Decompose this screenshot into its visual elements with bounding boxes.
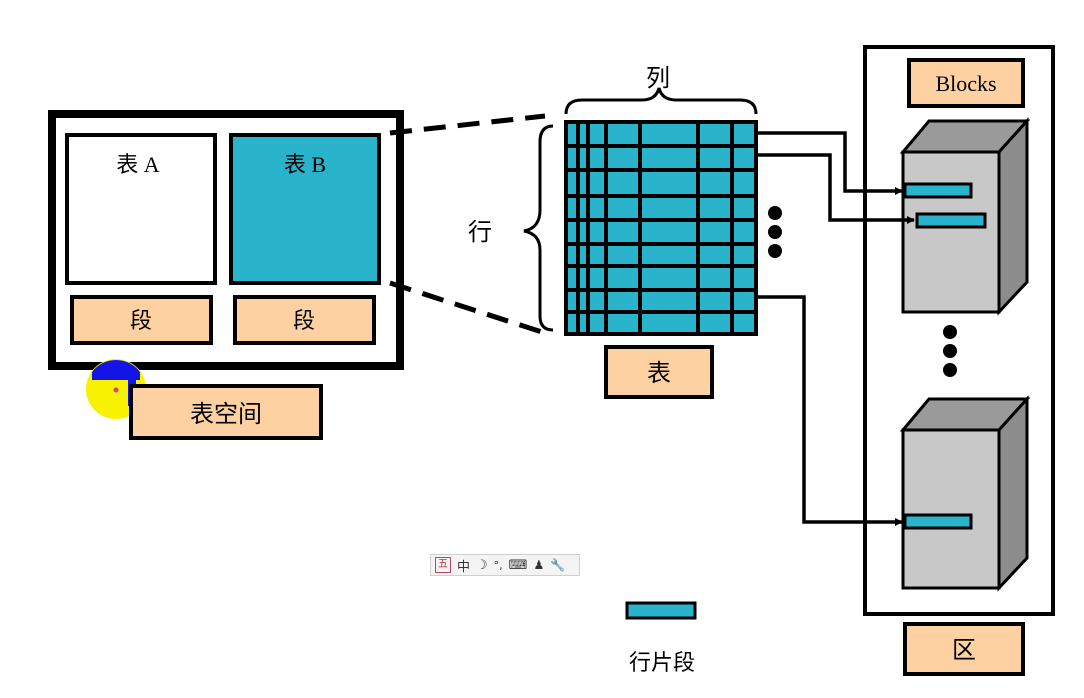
table-b-label: 表 B xyxy=(284,152,326,177)
ellipsis-dot xyxy=(943,344,957,358)
ellipsis-dot xyxy=(768,206,782,220)
zoom-line-top xyxy=(389,113,546,136)
zoom-line-bottom xyxy=(389,280,546,336)
input-mode-toggle[interactable]: 中 xyxy=(457,559,471,575)
table-b-box xyxy=(229,133,381,285)
punctuation-icon[interactable]: °, xyxy=(493,558,503,572)
segment-b-label: 段 xyxy=(293,309,315,334)
table-label: 表 xyxy=(647,359,671,387)
table-grid xyxy=(564,120,758,336)
ime-toolbar[interactable]: 五 中 ☽ °, ⌨ ♟ 🔧 xyxy=(430,554,580,576)
five-stroke-icon[interactable]: 五 xyxy=(435,557,451,573)
table-grid-bg xyxy=(564,120,758,336)
ellipsis-dot xyxy=(943,325,957,339)
column-brace xyxy=(564,87,758,115)
row-brace xyxy=(523,124,554,332)
ellipsis-dot xyxy=(768,244,782,258)
segment-a-box xyxy=(70,295,213,345)
arrow-row-2 xyxy=(756,153,915,224)
block-front xyxy=(901,150,1001,314)
row-label: 行 xyxy=(468,218,492,246)
legend-row-piece-swatch xyxy=(625,601,697,620)
block-side xyxy=(997,395,1029,592)
cursor-blue-top xyxy=(92,360,140,380)
table-a-label: 表 A xyxy=(116,152,160,177)
row-piece xyxy=(903,513,973,530)
ellipsis-dot xyxy=(943,363,957,377)
extent-label: 区 xyxy=(952,636,976,664)
block-server-1 xyxy=(899,117,1031,316)
keyboard-icon[interactable]: ⌨ xyxy=(508,557,528,573)
cursor-dot xyxy=(113,387,119,393)
row-piece xyxy=(915,212,987,229)
table-a-box xyxy=(65,133,217,285)
legend-row-piece-label: 行片段 xyxy=(629,651,695,676)
segment-b-box xyxy=(233,295,376,345)
blocks-label-box xyxy=(907,58,1025,108)
segment-a-label: 段 xyxy=(130,309,152,334)
extent-label-box xyxy=(903,622,1025,676)
blocks-label: Blocks xyxy=(935,71,996,96)
block-server-2 xyxy=(899,395,1031,592)
column-label: 列 xyxy=(646,64,670,92)
table-label-box xyxy=(604,345,714,399)
user-icon[interactable]: ♟ xyxy=(533,558,545,572)
tablespace-label-box xyxy=(129,384,323,440)
ellipsis-dot xyxy=(768,225,782,239)
row-piece xyxy=(903,182,973,199)
block-front xyxy=(901,428,1001,590)
tablespace-label: 表空间 xyxy=(190,400,262,428)
block-side xyxy=(997,117,1029,316)
moon-icon[interactable]: ☽ xyxy=(476,557,488,573)
arrow-row-3 xyxy=(756,295,903,526)
wrench-icon[interactable]: 🔧 xyxy=(550,558,566,572)
arrow-row-1 xyxy=(756,131,903,195)
